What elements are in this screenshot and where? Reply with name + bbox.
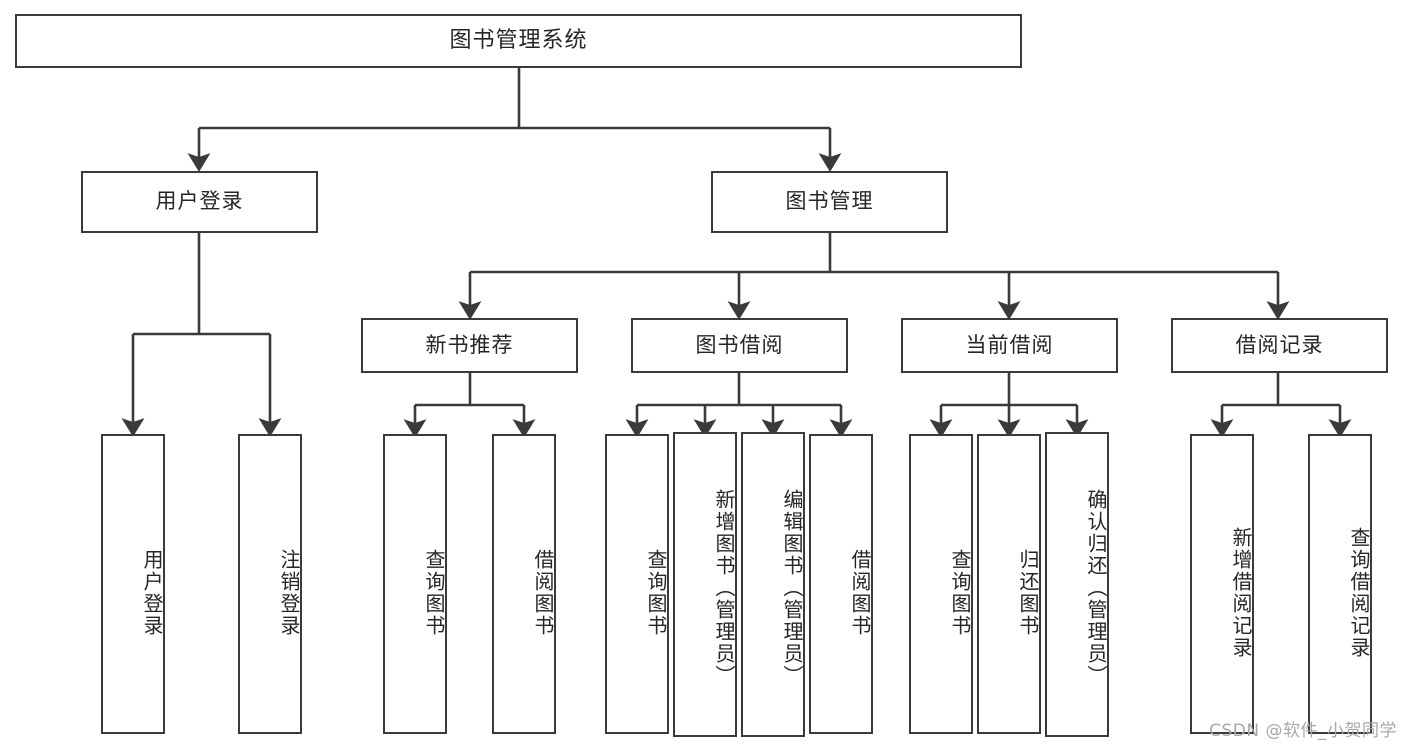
leaf-bb-edit-book-admin[interactable]: 编辑图书（管理员） [741, 432, 805, 737]
leaf-bb-borrow-book-label: 借阅图书 [848, 549, 872, 637]
leaf-logout[interactable]: 注销登录 [238, 434, 302, 734]
leaf-cb-return-book[interactable]: 归还图书 [977, 434, 1041, 734]
node-book-manage[interactable]: 图书管理 [711, 171, 948, 233]
leaf-cb-query-book[interactable]: 查询图书 [909, 434, 973, 734]
node-new-book-recommend[interactable]: 新书推荐 [361, 318, 578, 373]
leaf-nb-borrow-book[interactable]: 借阅图书 [492, 434, 556, 734]
csdn-watermark: CSDN @软件_小贺同学 [1209, 721, 1397, 741]
node-book-borrow-label: 图书借阅 [695, 332, 784, 357]
leaf-nb-borrow-book-label: 借阅图书 [531, 549, 555, 637]
node-current-borrow-label: 当前借阅 [965, 332, 1054, 357]
leaf-br-add-record[interactable]: 新增借阅记录 [1190, 434, 1254, 734]
leaf-bb-query-book[interactable]: 查询图书 [605, 434, 669, 734]
node-new-book-recommend-label: 新书推荐 [425, 332, 514, 357]
node-book-borrow[interactable]: 图书借阅 [631, 318, 848, 373]
leaf-cb-confirm-return-admin-label: 确认归还（管理员） [1084, 488, 1108, 687]
leaf-cb-confirm-return-admin[interactable]: 确认归还（管理员） [1045, 432, 1109, 737]
leaf-cb-return-book-label: 归还图书 [1016, 549, 1040, 637]
leaf-bb-add-book-admin[interactable]: 新增图书（管理员） [673, 432, 737, 737]
node-root-label: 图书管理系统 [449, 27, 588, 53]
leaf-user-login[interactable]: 用户登录 [101, 434, 165, 734]
node-user-login[interactable]: 用户登录 [81, 171, 318, 233]
leaf-bb-edit-book-admin-label: 编辑图书（管理员） [780, 488, 804, 687]
leaf-bb-query-book-label: 查询图书 [644, 549, 668, 637]
leaf-br-query-record-label: 查询借阅记录 [1347, 527, 1371, 659]
leaf-user-login-label: 用户登录 [140, 549, 164, 637]
leaf-br-query-record[interactable]: 查询借阅记录 [1308, 434, 1372, 734]
node-user-login-label: 用户登录 [155, 189, 244, 214]
leaf-bb-borrow-book[interactable]: 借阅图书 [809, 434, 873, 734]
leaf-bb-add-book-admin-label: 新增图书（管理员） [712, 488, 736, 687]
leaf-cb-query-book-label: 查询图书 [948, 549, 972, 637]
node-borrow-record[interactable]: 借阅记录 [1171, 318, 1388, 373]
node-borrow-record-label: 借阅记录 [1235, 332, 1324, 357]
leaf-nb-query-book-label: 查询图书 [422, 549, 446, 637]
leaf-nb-query-book[interactable]: 查询图书 [383, 434, 447, 734]
leaf-logout-label: 注销登录 [277, 549, 301, 637]
leaf-br-add-record-label: 新增借阅记录 [1229, 527, 1253, 659]
node-book-manage-label: 图书管理 [785, 189, 874, 214]
node-root[interactable]: 图书管理系统 [15, 14, 1022, 68]
node-current-borrow[interactable]: 当前借阅 [901, 318, 1118, 373]
